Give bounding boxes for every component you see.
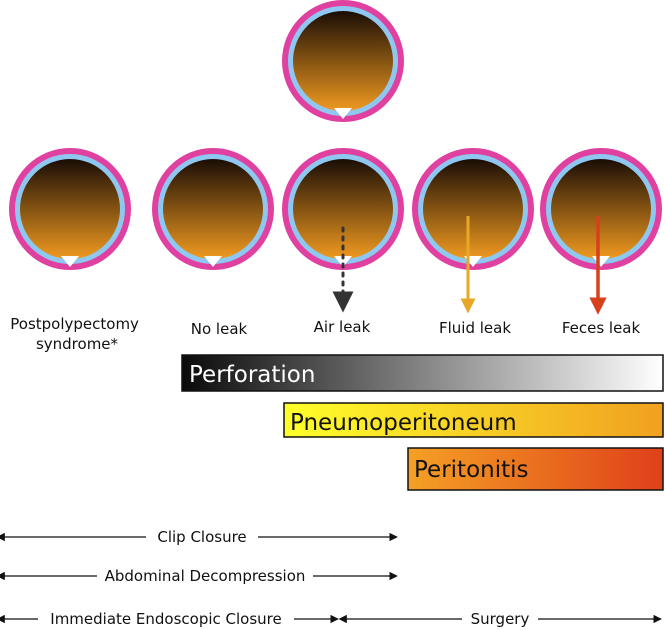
stage-label-3: Fluid leak: [439, 319, 511, 337]
stage-label-2: Air leak: [314, 318, 371, 336]
wall-defect-notch: [61, 256, 79, 267]
wall-defect-notch: [204, 256, 222, 267]
lumen-stage-0: [9, 148, 131, 270]
lumen-stage-1: [152, 148, 274, 270]
treatment-clip-closure: Clip Closure: [0, 528, 398, 546]
treatment-immediate-endoscopic-closure: Immediate Endoscopic Closure: [0, 610, 339, 628]
surgery-label: Surgery: [471, 610, 530, 628]
abdominal-decompression-label: Abdominal Decompression: [105, 567, 306, 585]
pneumoperitoneum-bar-label: Pneumoperitoneum: [290, 410, 517, 436]
treatment-abdominal-decompression: Abdominal Decompression: [0, 567, 398, 585]
stage-label-4: Feces leak: [562, 319, 641, 337]
lumen-interior: [551, 159, 651, 259]
perforation-bar-label: Perforation: [189, 362, 315, 388]
wall-defect-notch: [334, 108, 352, 119]
lumen-stage-4: [540, 148, 662, 270]
pneumoperitoneum-bar: Pneumoperitoneum: [283, 402, 664, 438]
peritonitis-bar: Peritonitis: [407, 447, 664, 491]
peritonitis-bar-label: Peritonitis: [414, 457, 529, 483]
lumen-stage-3: [412, 148, 534, 270]
lumen-interior: [293, 159, 393, 259]
lumen-top: [282, 0, 404, 122]
lumen-interior: [20, 159, 120, 259]
lumen-interior: [293, 11, 393, 111]
lumen-interior: [423, 159, 523, 259]
wall-defect-notch: [334, 256, 352, 267]
lumen-stage-2: [282, 148, 404, 270]
immediate-endoscopic-closure-label: Immediate Endoscopic Closure: [50, 610, 281, 628]
stage-label-0: Postpolypectomy syndrome*: [10, 315, 143, 353]
perforation-bar: Perforation: [181, 354, 664, 392]
lumen-interior: [163, 159, 263, 259]
stage-label-1: No leak: [191, 320, 248, 338]
treatment-surgery: Surgery: [338, 610, 662, 628]
clip-closure-label: Clip Closure: [157, 528, 246, 546]
